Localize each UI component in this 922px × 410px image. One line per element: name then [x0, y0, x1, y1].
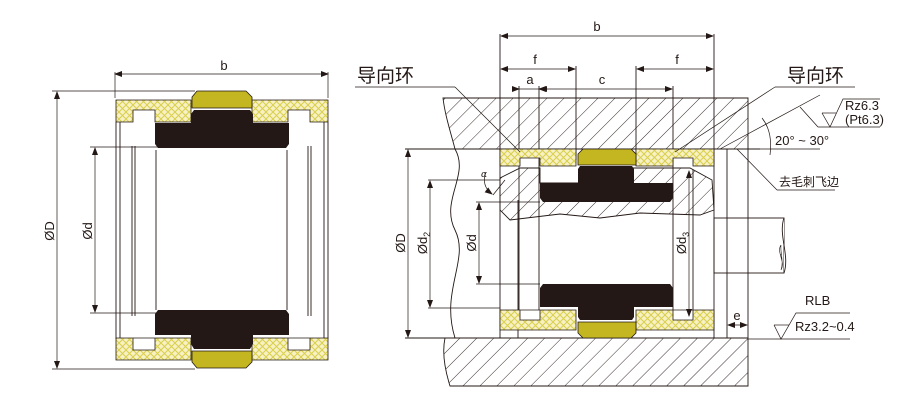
leader-guide-right	[674, 86, 776, 153]
alpha-label: α	[481, 170, 487, 180]
roughness-leader	[799, 106, 819, 128]
guide-ring-bottom-left	[115, 337, 192, 361]
deburr-leader	[736, 148, 778, 191]
right-dim-d2: Ød2	[415, 232, 432, 254]
wear-ring-top	[577, 148, 637, 166]
seal-body-bottom	[540, 284, 673, 320]
wear-ring-bottom	[577, 321, 637, 339]
left-seal-view: b ØD Ød	[42, 58, 329, 370]
wear-ring-top	[191, 90, 253, 109]
roughness-bottom: Rz3.2~0.4	[795, 319, 855, 334]
right-installation-view: b f f a c ØD Ød2 Ød Ød3 e	[355, 19, 884, 387]
wear-ring-bottom	[191, 350, 253, 369]
roughness-top-1: Rz6.3	[845, 98, 879, 113]
right-dim-e: e	[733, 308, 740, 323]
label-guide-right: 导向环	[787, 65, 844, 87]
guide-ring-top-left	[115, 99, 192, 123]
right-dim-f-right: f	[675, 52, 679, 67]
left-dim-d: Ød	[80, 222, 95, 239]
right-dim-c: c	[599, 72, 606, 87]
right-dim-f-left: f	[533, 52, 537, 67]
seal-body-bottom	[155, 310, 289, 349]
break-line	[450, 148, 460, 339]
guide-ring-top-right	[251, 99, 329, 123]
rod-break-line	[781, 217, 787, 274]
right-dim-d: Ød	[464, 234, 479, 251]
guide-ring-top-right	[635, 148, 715, 167]
guide-ring-bottom-left	[499, 309, 577, 331]
deburr-note: 去毛刺飞边	[779, 175, 839, 189]
alpha-arc	[484, 171, 493, 195]
guide-ring-bottom-right	[635, 309, 715, 331]
right-dim-a: a	[526, 72, 534, 87]
chamfer-line	[719, 94, 821, 150]
seal-body-top	[155, 110, 289, 148]
guide-ring-bottom-right	[251, 337, 329, 361]
alpha-leg	[492, 179, 506, 196]
rod-break-hatch	[779, 244, 783, 271]
roughness-top-symbol	[821, 98, 880, 128]
right-dim-d3: Ød3	[674, 232, 691, 254]
roughness-bottom-symbol	[773, 312, 850, 340]
roughness-top-2: (Pt6.3)	[845, 112, 884, 127]
label-guide-left: 导向环	[357, 65, 414, 87]
leader-guide-left	[454, 86, 521, 153]
guide-ring-top-left	[499, 148, 577, 167]
left-dim-b: b	[220, 58, 227, 73]
right-dim-b: b	[593, 19, 600, 34]
housing-top	[442, 97, 749, 150]
seal-body-top	[540, 166, 673, 202]
angle-range: 20° ~ 30°	[775, 133, 829, 148]
housing-bottom	[443, 337, 749, 387]
left-dim-D: ØD	[42, 221, 57, 241]
right-dim-D: ØD	[393, 233, 408, 253]
model-label: RLB	[805, 293, 830, 308]
angle-arc	[761, 117, 772, 156]
piston-rod	[713, 217, 785, 274]
